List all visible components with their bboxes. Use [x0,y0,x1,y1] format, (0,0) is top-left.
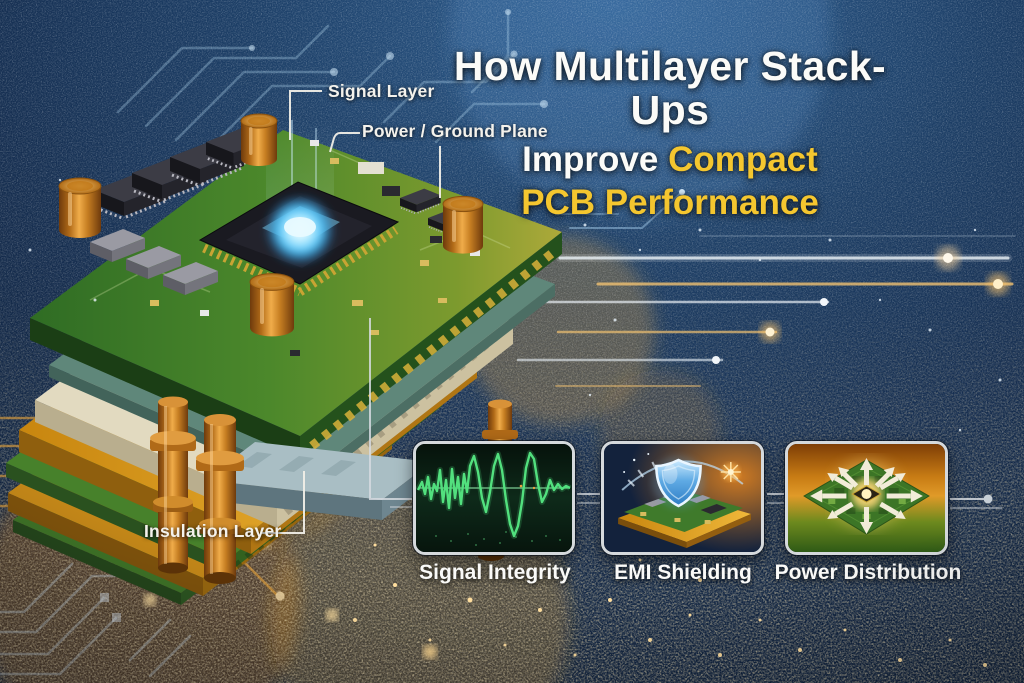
callout-signal-layer: Signal Layer [328,81,435,101]
shield-icon [604,444,761,552]
feature-card-emi-shielding [601,441,764,555]
radial-arrows-icon [788,444,945,552]
feature-card-power-distribution [785,441,948,555]
title-line-3: PCB Performance [521,182,819,222]
callout-power-ground-plane: Power / Ground Plane [362,121,548,141]
title-line-1: How Multilayer Stack-Ups [453,43,887,134]
waveform-icon [416,444,572,552]
callout-insulation-layer: Insulation Layer [144,521,282,541]
title-line-2-yellow: Compact [668,139,818,179]
feature-label-signal-integrity: Signal Integrity [419,561,571,584]
feature-label-power-distribution: Power Distribution [774,561,962,584]
feature-card-signal-integrity [413,441,575,555]
title-line-2: Improve Compact [420,139,920,179]
title-line-2-white: Improve [522,139,669,179]
